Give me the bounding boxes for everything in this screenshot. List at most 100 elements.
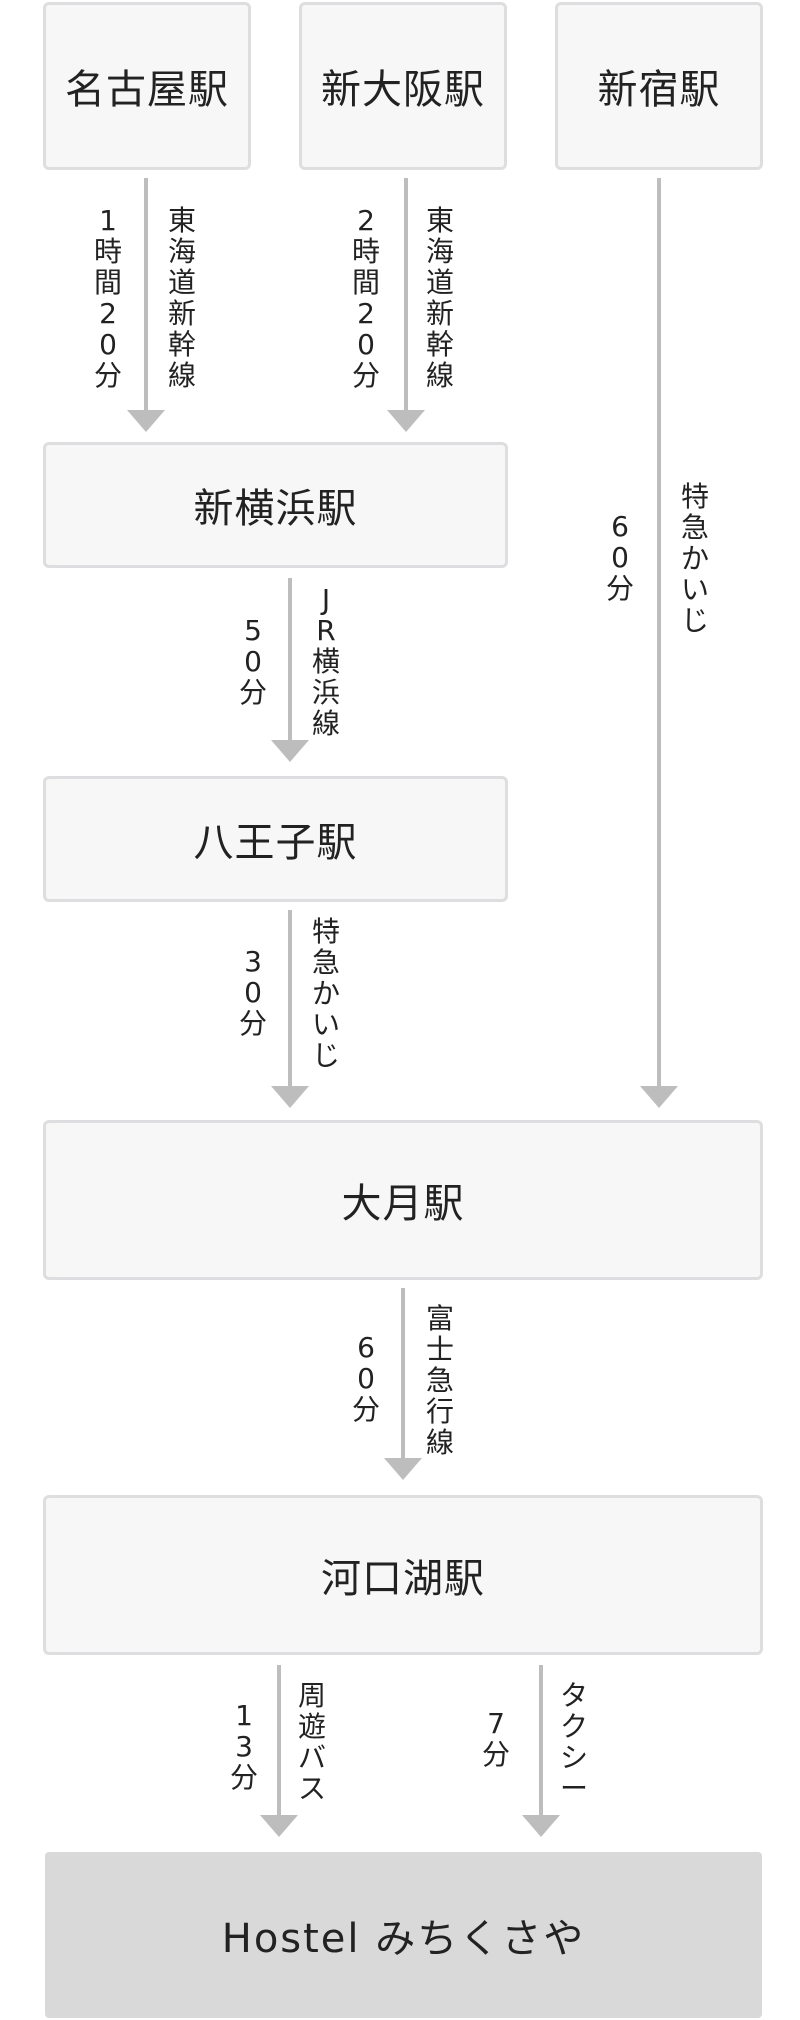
arrow-yokohama-to-hachioji — [271, 578, 309, 762]
arrow-nagoya-to-yokohama — [127, 178, 165, 432]
station-hachioji: 八王子駅 — [43, 776, 508, 902]
vertical-char: 2 — [357, 297, 375, 330]
vertical-char: 0 — [357, 1362, 375, 1395]
vertical-char: 2 — [99, 297, 117, 330]
vertical-char: 線 — [311, 707, 340, 740]
vertical-char: 周 — [297, 1679, 326, 1712]
station-shin-osaka: 新大阪駅 — [299, 2, 507, 170]
label-nagoya-line: 東海道新幹線 — [164, 205, 200, 391]
vertical-char: 道 — [425, 266, 454, 299]
vertical-char: 特 — [311, 915, 340, 948]
vertical-char: か — [680, 542, 709, 575]
vertical-char: 線 — [425, 359, 454, 392]
vertical-char: 特 — [680, 480, 709, 513]
vertical-char: 0 — [244, 645, 262, 678]
vertical-char: 分 — [351, 1393, 380, 1426]
label-osaka-line: 東海道新幹線 — [422, 205, 458, 391]
vertical-char: じ — [680, 604, 709, 637]
station-otsuki: 大月駅 — [43, 1120, 763, 1280]
vertical-char: 間 — [351, 266, 380, 299]
vertical-char: 海 — [167, 235, 196, 268]
vertical-char: 0 — [99, 328, 117, 361]
label-taxi-line: タクシー — [556, 1680, 592, 1804]
vertical-char: 東 — [425, 204, 454, 237]
vertical-char: R — [316, 614, 336, 647]
vertical-char: 3 — [235, 1730, 253, 1763]
vertical-char: 時 — [351, 235, 380, 268]
vertical-char: タ — [559, 1679, 588, 1712]
vertical-char: 0 — [244, 976, 262, 1009]
vertical-char: 富 — [425, 1302, 454, 1335]
vertical-char: 浜 — [311, 676, 340, 709]
vertical-char: 分 — [238, 1007, 267, 1040]
vertical-char: 新 — [425, 297, 454, 330]
arrow-kawaguchiko-to-hostel-taxi — [522, 1665, 560, 1837]
vertical-char: 分 — [229, 1761, 258, 1794]
label-bus-line: 周遊バス — [294, 1680, 330, 1804]
vertical-char: 1 — [99, 204, 117, 237]
station-shinjuku: 新宿駅 — [555, 2, 763, 170]
vertical-char: 線 — [167, 359, 196, 392]
vertical-char: 分 — [481, 1738, 510, 1771]
vertical-char: 1 — [235, 1699, 253, 1732]
vertical-char: 線 — [425, 1426, 454, 1459]
label-otsuki-line: 富士急行線 — [422, 1303, 458, 1458]
vertical-char: ス — [297, 1772, 326, 1805]
vertical-char: 急 — [680, 511, 709, 544]
station-shin-yokohama-label: 新横浜駅 — [193, 486, 358, 532]
station-nagoya-label: 名古屋駅 — [65, 67, 229, 113]
station-nagoya: 名古屋駅 — [43, 2, 251, 170]
vertical-char: 0 — [611, 541, 629, 574]
station-shin-osaka-label: 新大阪駅 — [321, 67, 485, 113]
vertical-char: ク — [559, 1710, 588, 1743]
vertical-char: 分 — [605, 572, 634, 605]
vertical-char: か — [311, 977, 340, 1010]
station-hachioji-label: 八王子駅 — [193, 820, 358, 866]
destination-hostel: Hostel みちくさや — [45, 1852, 762, 2018]
vertical-char: 分 — [238, 676, 267, 709]
arrow-otsuki-to-kawaguchiko — [384, 1288, 422, 1480]
vertical-char: 6 — [611, 510, 629, 543]
arrow-hachioji-to-otsuki — [271, 910, 309, 1108]
vertical-char: 急 — [425, 1364, 454, 1397]
vertical-char: 急 — [311, 946, 340, 979]
vertical-char: 士 — [425, 1333, 454, 1366]
label-shinjuku-line: 特急かいじ — [677, 481, 713, 636]
station-kawaguchiko: 河口湖駅 — [43, 1495, 763, 1655]
vertical-char: 間 — [93, 266, 122, 299]
vertical-char: 横 — [311, 645, 340, 678]
vertical-char: ー — [559, 1772, 588, 1805]
vertical-char: 3 — [244, 945, 262, 978]
vertical-char: 道 — [167, 266, 196, 299]
station-shinjuku-label: 新宿駅 — [597, 67, 721, 113]
vertical-char: 分 — [93, 359, 122, 392]
vertical-char: 幹 — [425, 328, 454, 361]
vertical-char: い — [311, 1008, 340, 1041]
vertical-char: バ — [297, 1741, 326, 1774]
vertical-char: 7 — [487, 1707, 505, 1740]
vertical-char: 6 — [357, 1331, 375, 1364]
destination-label: Hostel みちくさや — [221, 1916, 586, 1962]
label-hachioji-line: 特急かいじ — [308, 916, 344, 1071]
arrow-shinjuku-to-otsuki — [640, 178, 678, 1108]
arrow-kawaguchiko-to-hostel-bus — [260, 1665, 298, 1837]
vertical-char: 分 — [351, 359, 380, 392]
vertical-char: い — [680, 573, 709, 606]
arrow-osaka-to-yokohama — [387, 178, 425, 432]
vertical-char: 2 — [357, 204, 375, 237]
vertical-char: 5 — [244, 614, 262, 647]
vertical-char: 行 — [425, 1395, 454, 1428]
vertical-char: じ — [311, 1039, 340, 1072]
vertical-char: シ — [559, 1741, 588, 1774]
station-otsuki-label: 大月駅 — [341, 1181, 465, 1227]
station-shin-yokohama: 新横浜駅 — [43, 442, 508, 568]
